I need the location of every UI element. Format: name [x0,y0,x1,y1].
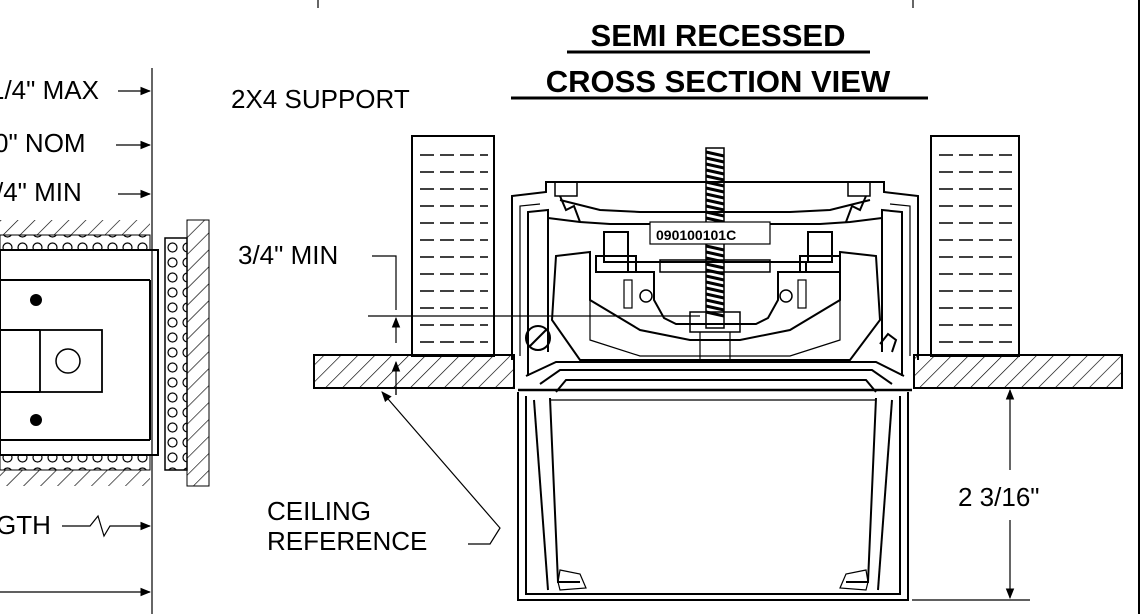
ceiling-label-line-1: CEILING [267,496,371,526]
part-number-label: 090100101C [656,227,736,243]
ceiling-slab [313,354,1123,389]
title-line-2: CROSS SECTION VIEW [546,64,891,99]
min-clearance-dimension: 3/4" MIN [238,240,700,395]
ceiling-label-line-2: REFERENCE [267,526,427,556]
nom-dimension-label: 0" NOM [0,128,86,158]
max-dimension-label: 1/4" MAX [0,75,99,105]
min-dimension-label: /4" MIN [0,177,82,207]
left-plan-view: 1/4" MAX 0" NOM /4" MIN GTH [0,68,210,614]
title-line-1: SEMI RECESSED [591,18,846,53]
drop-depth-dimension: 2 3/16" [912,387,1040,601]
ceiling-reference-callout: CEILING REFERENCE [267,391,501,556]
min-clearance-label: 3/4" MIN [238,240,338,270]
fixture-assembly: 090100101C [511,147,919,601]
screw-icon-top [30,294,42,306]
support-label: 2X4 SUPPORT [231,84,410,114]
support-left [411,135,495,357]
view-title: SEMI RECESSED CROSS SECTION VIEW [511,18,928,100]
drop-depth-label: 2 3/16" [958,482,1040,512]
support-right [930,135,1020,357]
length-label: GTH [0,510,51,540]
screw-icon-bottom [30,414,42,426]
